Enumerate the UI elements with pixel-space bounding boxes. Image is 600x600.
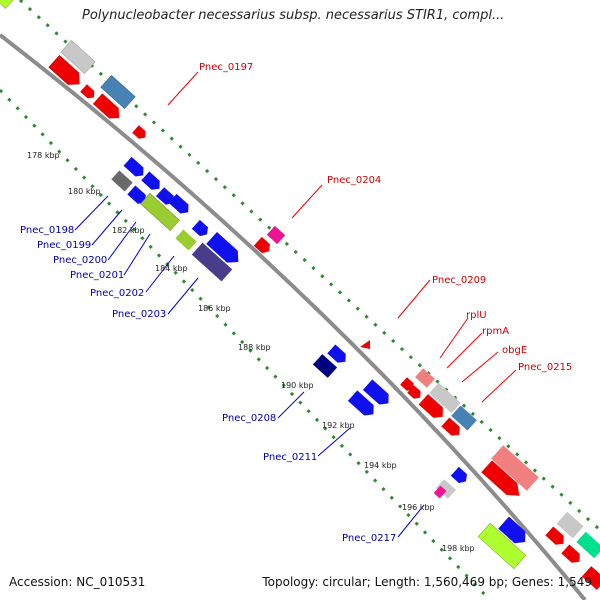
ruler-tick-label: 194 kbp [364,461,397,470]
gene-feature[interactable] [253,236,273,256]
ruler-tick-label: 180 kbp [68,187,101,196]
gene-feature[interactable] [327,344,349,367]
gene-label-pnec-0211[interactable]: Pnec_0211 [263,452,317,463]
gene-feature[interactable] [111,170,133,192]
ruler-tick-label: 188 kbp [238,343,271,352]
gene-feature[interactable] [206,232,243,268]
gene-feature[interactable] [415,368,435,388]
gene-feature[interactable] [127,185,149,208]
ruler-tick-label: 190 kbp [281,381,314,390]
genome-backbone [0,33,587,600]
blue-leader-lines [74,195,425,538]
gene-label-pnec-0200[interactable]: Pnec_0200 [53,255,107,266]
gene-feature[interactable] [123,156,148,180]
gene-feature[interactable] [312,354,338,378]
gene-feature[interactable] [576,531,600,559]
gene-feature[interactable] [407,385,423,401]
gene-feature[interactable] [48,54,85,90]
gene-feature[interactable] [400,377,416,393]
gene-feature[interactable] [168,193,193,217]
gene-feature[interactable] [433,485,447,499]
gene-label-pnec-0209[interactable]: Pnec_0209 [432,275,486,286]
genome-title: Polynucleobacter necessarius subsp. nece… [82,8,505,23]
gene-label-pnec-0203[interactable]: Pnec_0203 [112,309,166,320]
gene-feature[interactable] [491,445,539,491]
gene-feature[interactable] [436,479,456,499]
gene-feature[interactable] [451,405,477,431]
gene-label-rpma[interactable]: rpmA [482,326,509,337]
gene-feature[interactable] [581,566,600,590]
gene-label-pnec-0197[interactable]: Pnec_0197 [199,62,253,73]
gene-feature[interactable] [132,125,148,141]
gene-feature[interactable] [450,466,470,486]
gene-label-pnec-0201[interactable]: Pnec_0201 [70,270,124,281]
ruler-tick-label: 178 kbp [27,151,60,160]
red-gene-labels: Pnec_0197 Pnec_0204 Pnec_0209 rplU rpmA … [199,62,572,373]
gene-feature[interactable] [362,379,393,408]
ruler-tick-label: 192 kbp [322,421,355,430]
gene-feature[interactable] [156,187,177,207]
gene-feature[interactable] [175,229,197,251]
ruler-tick-labels: 178 kbp 180 kbp 182 kbp 184 kbp 186 kbp … [27,151,475,553]
gene-feature[interactable] [418,394,448,422]
ruler-tick-label: 186 kbp [198,304,231,313]
gene-feature[interactable] [477,522,527,570]
ruler-tick-label: 196 kbp [402,503,435,512]
gene-label-rplu[interactable]: rplU [466,310,487,321]
ruler-tick-label: 184 kbp [155,264,188,273]
inner-ruler-line [0,88,492,600]
gene-feature[interactable] [100,74,136,110]
accession-text: Accession: NC_010531 [9,575,146,589]
gene-feature[interactable] [556,511,584,539]
gene-feature[interactable] [60,39,96,75]
gene-label-obge[interactable]: obgE [502,345,527,356]
gene-feature[interactable] [347,390,378,419]
gene-feature[interactable] [92,93,124,123]
ruler-tick-label: 182 kbp [112,226,145,235]
gene-feature[interactable] [266,225,286,245]
gene-label-pnec-0198[interactable]: Pnec_0198 [20,225,74,236]
gene-feature[interactable] [481,460,524,501]
gene-feature[interactable] [360,340,370,349]
gene-label-pnec-0208[interactable]: Pnec_0208 [222,413,276,424]
gene-feature[interactable] [498,516,530,548]
gene-feature[interactable] [140,193,180,231]
ruler-tick-label: 198 kbp [442,544,475,553]
gene-feature[interactable] [429,382,461,414]
gene-feature[interactable] [191,242,233,282]
gene-label-pnec-0202[interactable]: Pnec_0202 [90,288,144,299]
red-leader-lines [167,71,517,403]
gene-label-pnec-0217[interactable]: Pnec_0217 [342,533,396,544]
gene-feature[interactable] [141,171,163,194]
gene-feature[interactable] [80,84,97,101]
gene-label-pnec-0204[interactable]: Pnec_0204 [327,175,381,186]
gene-feature[interactable] [545,526,567,549]
gene-feature[interactable] [0,0,14,9]
gene-label-pnec-0199[interactable]: Pnec_0199 [37,240,91,251]
gene-feature[interactable] [441,417,463,440]
blue-gene-labels: Pnec_0198 Pnec_0199 Pnec_0200 Pnec_0201 … [20,225,396,544]
gene-label-pnec-0215[interactable]: Pnec_0215 [518,362,572,373]
gene-feature[interactable] [561,544,583,567]
gene-feature[interactable] [191,219,211,239]
topology-text: Topology: circular; Length: 1,560,469 bp… [262,575,592,589]
